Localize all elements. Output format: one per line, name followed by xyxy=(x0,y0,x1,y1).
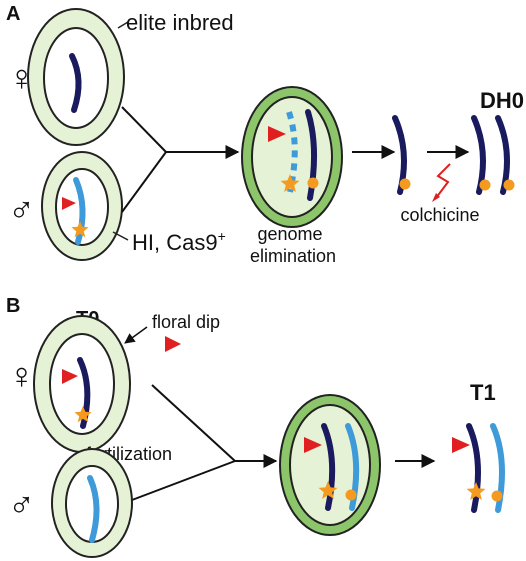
flag-icon xyxy=(452,437,470,453)
genome-caption-line2: elimination xyxy=(250,246,336,266)
panel-b-label: B xyxy=(6,295,20,317)
star-icon xyxy=(318,481,338,499)
male-symbol-icon: ♂ xyxy=(8,189,35,230)
centromere-dot xyxy=(491,490,503,502)
centromere-dot xyxy=(345,489,357,501)
dark-chromosome xyxy=(321,423,336,511)
star-icon xyxy=(280,174,300,192)
flag-icon xyxy=(62,369,78,384)
male-pollen-cell xyxy=(51,448,133,558)
panel-a-label: A xyxy=(6,3,20,25)
centromere-dot xyxy=(307,177,319,189)
dark-chromosome xyxy=(69,53,82,113)
merge-line-top xyxy=(151,384,236,462)
floral-dip-label: floral dip xyxy=(152,312,220,332)
dark-chromosome xyxy=(466,423,481,513)
merge-line-top xyxy=(121,106,167,153)
hi-cas9-label: HI, Cas9+ xyxy=(132,228,226,255)
zygote-b xyxy=(279,394,381,536)
centromere-dot xyxy=(399,178,411,190)
flag-icon xyxy=(62,197,76,210)
lightning-icon xyxy=(435,163,451,199)
female-t0-cell xyxy=(33,315,131,453)
merge-line-bottom xyxy=(131,460,236,501)
floral-dip-arrow xyxy=(124,326,148,344)
t1-label: T1 xyxy=(470,380,496,405)
flag-icon xyxy=(165,336,181,352)
lightning-tip xyxy=(432,193,440,202)
colchicine-label: colchicine xyxy=(400,205,479,225)
star-icon xyxy=(466,482,486,500)
flag-icon xyxy=(304,437,322,453)
light-chromosome xyxy=(73,177,86,245)
genome-caption-line1: genome xyxy=(257,224,322,244)
star-icon xyxy=(74,406,92,423)
star-icon xyxy=(71,221,89,238)
light-chromosome xyxy=(87,475,100,543)
male-symbol-icon: ♂ xyxy=(8,484,35,525)
elite-leader-line xyxy=(117,21,129,29)
centromere-dot xyxy=(503,179,515,191)
merge-line-bottom xyxy=(121,151,167,213)
female-symbol-icon: ♀ xyxy=(8,355,35,396)
elite-inbred-label: elite inbred xyxy=(126,10,234,35)
female-elite-cell xyxy=(27,8,125,146)
flag-icon xyxy=(268,126,286,142)
male-hi-cell xyxy=(41,151,123,261)
zygote-a xyxy=(241,86,343,228)
dh0-label: DH0 xyxy=(480,88,524,113)
centromere-dot xyxy=(479,179,491,191)
hi-leader-line xyxy=(112,231,129,241)
